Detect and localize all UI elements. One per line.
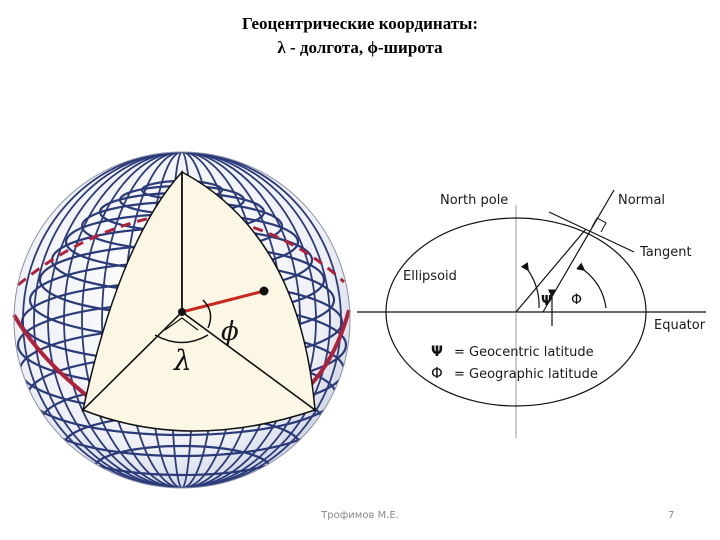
- center-point: [178, 308, 186, 316]
- legend-geocentric-text: = Geocentric latitude: [454, 345, 594, 360]
- geocentric-line: [515, 228, 587, 313]
- phi-symbol: ϕ: [221, 317, 239, 347]
- ellipse-diagram: North pole Normal Tangent Ellipsoid Equa…: [357, 189, 706, 438]
- tangent-label: Tangent: [639, 245, 692, 260]
- tangent-line: [548, 211, 635, 253]
- footer-author: Трофимов М.Е.: [321, 510, 399, 521]
- globe: λ ϕ: [12, 151, 351, 489]
- right-angle-marker: [591, 217, 607, 233]
- radius-line: [181, 289, 265, 314]
- globe-wedge: λ ϕ: [81, 170, 317, 432]
- title-line-1: Геоцентрические координаты:: [241, 14, 479, 33]
- slide-title: Геоцентрические координаты: λ - долгота,…: [0, 12, 720, 60]
- equator-label: Equator: [654, 318, 706, 333]
- ellipsoid-label: Ellipsoid: [403, 269, 457, 284]
- normal-label: Normal: [618, 193, 665, 208]
- legend: Ψ = Geocentric latitude Φ = Geographic l…: [431, 344, 598, 382]
- globe-outline: [13, 151, 351, 489]
- north-pole-label: North pole: [440, 193, 508, 208]
- surface-point: [259, 286, 269, 296]
- legend-psi-symbol: Ψ: [431, 344, 443, 360]
- title-line-2: λ - долгота, ϕ-широта: [277, 38, 443, 57]
- ellipsoid-outline: [385, 217, 647, 407]
- lambda-symbol: λ: [173, 344, 192, 377]
- psi-angle-symbol: Ψ: [541, 294, 552, 309]
- phi-angle-symbol: Φ: [571, 292, 582, 308]
- legend-phi-symbol: Φ: [431, 364, 443, 382]
- legend-geographic-text: = Geographic latitude: [454, 367, 598, 382]
- page-number: 7: [668, 510, 675, 521]
- latitude-dashed-line: [17, 210, 346, 287]
